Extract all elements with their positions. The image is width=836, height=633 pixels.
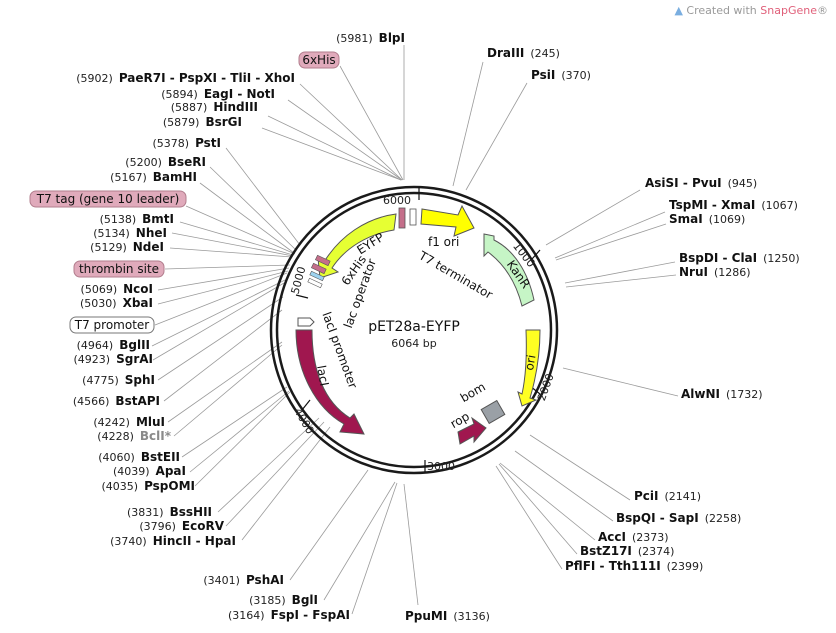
site-left: (3831)BssHII [127, 505, 212, 519]
t7-promoter-box-label: T7 promoter [74, 318, 150, 332]
t7-promoter-box [69, 316, 155, 334]
site-left: (3164)FspI - FspAI [228, 608, 350, 622]
site-right: BstZ17I(2374) [580, 544, 674, 558]
t7-tag-box-label: T7 tag (gene 10 leader) [36, 192, 180, 206]
site-left: (3401)PshAI [203, 573, 284, 587]
site-right: BspQI - SapI(2258) [616, 511, 741, 525]
f1-ori-label: f1 ori [428, 235, 459, 249]
bom-label: bom [458, 380, 488, 405]
his-tag-mark [398, 207, 406, 229]
site-right: SmaI(1069) [669, 212, 745, 226]
site-left: (5167)BamHI [110, 170, 197, 184]
site-right: PciI(2141) [634, 489, 701, 503]
backbone-rings [269, 185, 559, 475]
ori-label: ori [522, 354, 538, 372]
site-right: DraIII(245) [487, 46, 560, 60]
site-left: (3185)BglI [249, 593, 318, 607]
site-left: (5981)BlpI [336, 31, 405, 45]
lac-operator-mark [309, 270, 325, 282]
his-box [298, 51, 340, 69]
site-left: (5134)NheI [93, 226, 167, 240]
sites-left: (5981)BlpI (5902)PaeR7I - PspXI - TliI -… [73, 31, 405, 622]
site-left: (4566)BstAPI [73, 394, 160, 408]
site-right: PpuMI(3136) [405, 609, 490, 623]
t7-tag-box [29, 190, 187, 208]
site-left: (4242)MluI [93, 415, 165, 429]
tick-label-3000: 3000 [427, 460, 455, 473]
plasmid-name: pET28a-EYFP [368, 319, 460, 335]
site-left: (5378)PstI [152, 136, 221, 150]
site-right: AsiSI - PvuI(945) [645, 176, 757, 190]
t7-promoter-mark [307, 277, 323, 289]
site-right: PsiI(370) [531, 68, 591, 82]
site-right: NruI(1286) [679, 265, 751, 279]
site-left: (4923)SgrAI [74, 352, 153, 366]
f1-ori-feature [420, 204, 475, 237]
laci-promoter-feature [297, 317, 315, 327]
site-left: (5902)PaeR7I - PspXI - TliI - XhoI [76, 71, 295, 85]
site-left: (5129)NdeI [90, 240, 164, 254]
site-left: (3740)HincII - HpaI [110, 534, 236, 548]
thrombin-mark [310, 262, 327, 275]
credit-mark: ® [817, 4, 828, 17]
snapgene-logo-icon: ▲ [674, 4, 683, 17]
site-left: (5887)HindIII [171, 100, 258, 114]
bom-feature [480, 399, 506, 425]
thrombin-box-label: thrombin site [79, 262, 159, 276]
site-left: (4035)PspOMI [101, 479, 195, 493]
credit-brand: SnapGene [760, 4, 817, 17]
laci-label: lacI [314, 364, 331, 387]
site-right: AlwNI(1732) [681, 387, 763, 401]
t7-terminator-mark [409, 208, 417, 226]
ori-feature [517, 329, 541, 407]
sites-right: DraIII(245) PsiI(370) AsiSI - PvuI(945) … [405, 46, 800, 623]
site-left: (5894)EagI - NotI [161, 87, 275, 101]
t7-terminator-label: T7 terminator [416, 248, 495, 302]
site-left: (5200)BseRI [125, 155, 206, 169]
plasmid-size: 6064 bp [391, 337, 436, 350]
snapgene-credit: ▲ Created with SnapGene® [674, 4, 828, 17]
tick-label-2000: 2000 [535, 372, 557, 403]
site-right: TspMI - XmaI(1067) [669, 198, 798, 212]
site-left: (4775)SphI [82, 373, 155, 387]
credit-prefix: Created with [686, 4, 761, 17]
site-left: (3796)EcoRV [139, 519, 224, 533]
site-right: BspDI - ClaI(1250) [679, 251, 800, 265]
site-right: PflFI - Tth111I(2399) [565, 559, 703, 573]
site-left: (5879)BsrGI [163, 115, 242, 129]
site-left: (5069)NcoI [81, 282, 153, 296]
site-right: AccI(2373) [598, 530, 669, 544]
site-left: (4039)ApaI [113, 464, 186, 478]
site-left: (4964)BglII [77, 338, 150, 352]
site-left: (4060)BstEII [98, 450, 180, 464]
site-left: (5138)BmtI [100, 212, 174, 226]
his-box-label: 6xHis [302, 53, 335, 67]
site-left: (4228)BclI* [97, 429, 171, 443]
kanr-feature [483, 233, 535, 307]
site-left: (5030)XbaI [80, 296, 153, 310]
rop-feature [457, 416, 487, 445]
tick-label-6000: 6000 [383, 194, 411, 207]
t7-tag-mark [314, 254, 331, 267]
connector-lines [151, 45, 679, 615]
laci-feature [295, 329, 365, 435]
thrombin-box [73, 260, 165, 278]
